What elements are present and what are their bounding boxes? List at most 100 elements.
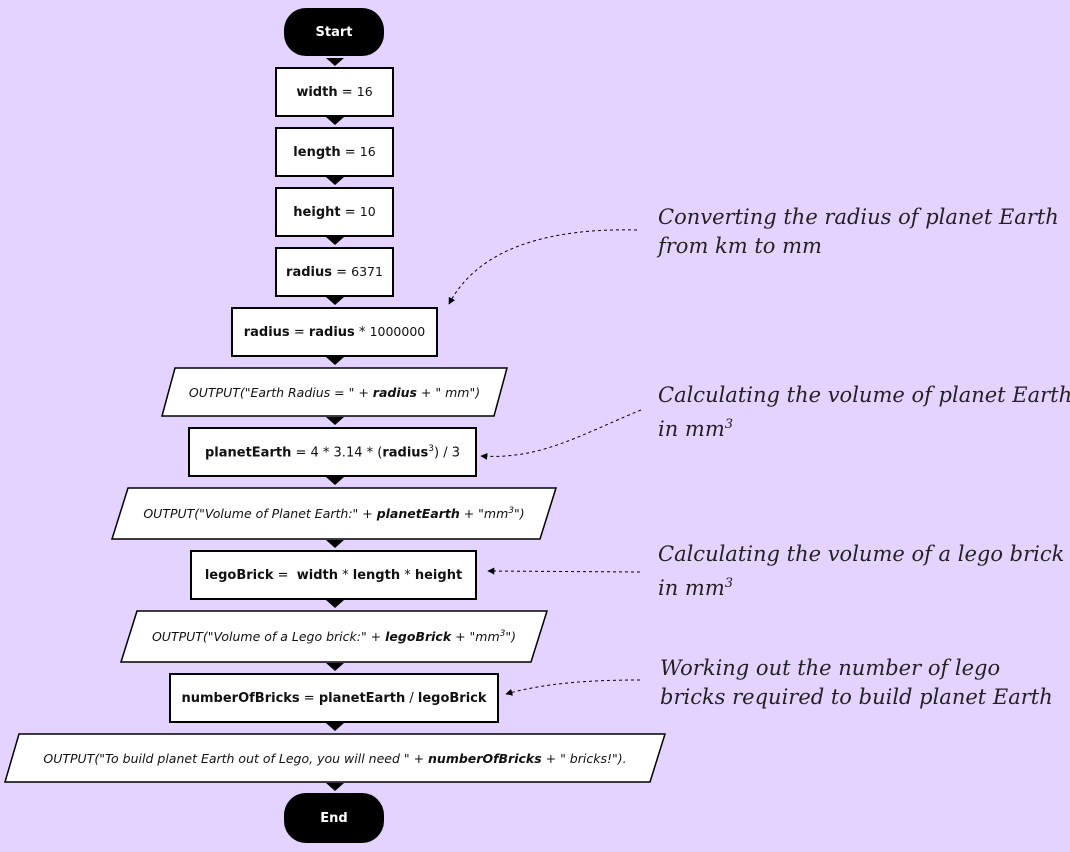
equals: = xyxy=(289,325,309,340)
output-text: OUTPUT("Earth Radius = " + xyxy=(188,384,373,400)
annotation-radius-conversion: Converting the radius of planet Earth fr… xyxy=(658,203,1059,261)
width-assignment: width = 16 xyxy=(275,67,394,117)
var-radius: radius xyxy=(372,384,417,400)
var-radius: radius xyxy=(382,445,429,461)
var-height: height xyxy=(293,205,341,220)
connector-arrow xyxy=(326,117,344,125)
output-text: ") xyxy=(514,506,525,522)
exponent: 3 xyxy=(499,628,506,639)
multiply: * xyxy=(400,567,415,583)
var-length: length xyxy=(352,567,401,583)
start-label: Start xyxy=(315,24,353,40)
var-lego-brick: legoBrick xyxy=(204,567,274,583)
connector-arrow xyxy=(326,237,344,245)
var-planet-earth: planetEarth xyxy=(204,445,292,461)
height-assignment: height = 10 xyxy=(275,187,394,237)
var-radius: radius xyxy=(243,325,290,340)
var-planet-earth: planetEarth xyxy=(318,690,406,706)
annotation-planet-volume: Calculating the volume of planet Earth i… xyxy=(658,381,1070,444)
exponent: 3 xyxy=(508,505,515,516)
output-lego-volume: OUTPUT("Volume of a Lego brick:" + legoB… xyxy=(119,610,549,663)
output-volume: OUTPUT("Volume of Planet Earth:" + plane… xyxy=(110,487,558,540)
equals: = xyxy=(340,145,360,160)
annotation-arrow-3 xyxy=(487,567,641,575)
exponent: 3 xyxy=(724,576,734,591)
number-of-bricks-calculation: numberOfBricks = planetEarth / legoBrick xyxy=(169,673,499,723)
annotation-line: from km to mm xyxy=(658,234,822,258)
connector-arrow xyxy=(326,58,344,66)
annotation-line: Calculating the volume of planet Earth xyxy=(658,383,1070,407)
length-assignment: length = 16 xyxy=(275,127,394,177)
parallelogram-shape xyxy=(161,367,508,417)
planet-earth-calculation: planetEarth = 4 * 3.14 * (radius3) / 3 xyxy=(188,427,477,477)
connector-arrow xyxy=(326,477,344,485)
annotation-line: Converting the radius of planet Earth xyxy=(658,205,1059,229)
equals: = xyxy=(331,265,352,280)
end-terminal: End xyxy=(284,793,384,843)
output-text: ") xyxy=(505,629,517,645)
exponent: 3 xyxy=(724,417,734,432)
parallelogram-shape xyxy=(119,610,549,663)
var-radius: radius xyxy=(286,265,332,280)
equals: = xyxy=(273,567,297,583)
output-text: + "mm xyxy=(459,506,509,522)
annotation-number-of-bricks: Working out the number of lego bricks re… xyxy=(660,654,1053,712)
connector-arrow xyxy=(326,417,344,425)
radius-conversion: radius = radius * 1000000 xyxy=(231,307,438,357)
lego-brick-calculation: legoBrick = width * length * height xyxy=(190,550,477,600)
var-width: width xyxy=(296,85,338,100)
annotation-line: Calculating the volume of a lego brick xyxy=(658,542,1065,566)
value-million: 1000000 xyxy=(369,324,426,339)
expression: = 4 * 3.14 * ( xyxy=(291,445,383,461)
output-text: + " bricks!"). xyxy=(541,750,627,766)
output-text: + " mm") xyxy=(416,384,481,400)
value-length: 16 xyxy=(359,144,376,159)
parallelogram-shape xyxy=(4,733,667,783)
var-lego-brick: legoBrick xyxy=(385,629,452,645)
parallelogram-shape xyxy=(110,487,558,540)
connector-arrow xyxy=(326,357,344,365)
equals: = xyxy=(337,85,357,100)
output-text: + "mm xyxy=(451,629,500,645)
end-label: End xyxy=(320,810,348,826)
flow-connectors xyxy=(326,58,344,791)
var-lego-brick: legoBrick xyxy=(417,690,487,706)
output-bricks: OUTPUT("To build planet Earth out of Leg… xyxy=(4,733,667,783)
connector-arrow xyxy=(326,663,344,671)
annotation-line: Working out the number of lego xyxy=(660,656,1001,680)
annotation-line: in mm xyxy=(658,576,725,600)
connector-arrow xyxy=(326,297,344,305)
connector-arrow xyxy=(326,723,344,731)
multiply: * xyxy=(354,325,370,340)
multiply: * xyxy=(338,567,353,583)
output-text: OUTPUT("Volume of Planet Earth:" + xyxy=(143,506,377,522)
var-length: length xyxy=(293,145,341,160)
equals: = xyxy=(299,690,319,706)
var-planet-earth: planetEarth xyxy=(376,506,460,522)
annotation-arrow-1 xyxy=(448,229,638,305)
start-terminal: Start xyxy=(284,8,384,56)
var-number-of-bricks: numberOfBricks xyxy=(181,690,300,706)
var-height: height xyxy=(414,567,463,583)
connector-arrow xyxy=(326,600,344,608)
var-radius: radius xyxy=(308,325,355,340)
connector-arrow xyxy=(326,783,344,791)
output-text: OUTPUT("Volume of a Lego brick:" + xyxy=(151,629,386,645)
var-number-of-bricks: numberOfBricks xyxy=(428,750,542,766)
expression: ) / 3 xyxy=(434,445,461,461)
divide: / xyxy=(405,690,418,706)
connector-arrow xyxy=(326,540,344,548)
annotation-lego-volume: Calculating the volume of a lego brick i… xyxy=(658,540,1064,603)
value-height: 10 xyxy=(359,204,376,219)
connector-arrow xyxy=(326,177,344,185)
output-radius: OUTPUT("Earth Radius = " + radius + " mm… xyxy=(161,367,508,417)
value-radius: 6371 xyxy=(351,264,383,279)
exponent: 3 xyxy=(428,443,435,454)
radius-assignment: radius = 6371 xyxy=(275,247,394,297)
annotation-line: bricks required to build planet Earth xyxy=(660,685,1053,709)
value-width: 16 xyxy=(356,84,373,99)
output-text: OUTPUT("To build planet Earth out of Leg… xyxy=(43,750,429,766)
annotation-arrow-4 xyxy=(505,679,641,696)
var-width: width xyxy=(296,567,339,583)
